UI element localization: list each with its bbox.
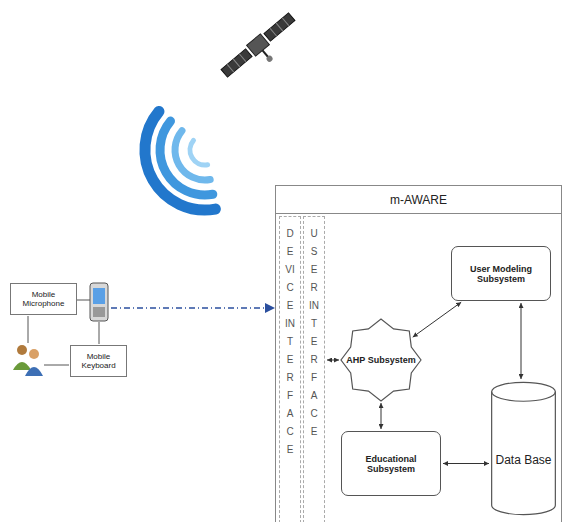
database-cylinder: Data Base [491, 381, 556, 516]
users-icon [13, 345, 43, 376]
node-label: Mobile Keyboard [74, 352, 123, 370]
interface-band: DEVICE INTERFACE [279, 216, 301, 522]
interface-band: USER INTERFACE [303, 216, 325, 522]
system-title: m-AWARE [276, 186, 561, 214]
node-label: AHP Subsystem [346, 355, 415, 365]
subsystem-box: User Modeling Subsystem [451, 246, 551, 301]
connector-arrow [521, 303, 522, 379]
subsystem-star: AHP Subsystem [341, 319, 421, 401]
signal-waves [145, 111, 215, 210]
system-frame: m-AWARE DEVICE INTERFACE USER INTERFACE Use… [275, 185, 562, 522]
device-box: Mobile Microphone [10, 283, 77, 315]
connector-arrow [327, 360, 339, 361]
connector-arrow [381, 403, 382, 429]
connector-arrow [443, 463, 489, 464]
wireless-link [111, 307, 275, 309]
connector-arrow [413, 302, 462, 337]
node-label: Mobile Microphone [14, 290, 73, 308]
device-box: Mobile Keyboard [70, 345, 127, 377]
subsystem-box: Educational Subsystem [341, 431, 441, 496]
mobile-phone [90, 283, 108, 321]
node-label: Educational Subsystem [346, 454, 436, 474]
node-label: User Modeling Subsystem [456, 264, 546, 284]
satellite [220, 11, 305, 89]
cylinder-outline [491, 381, 556, 516]
node-label: DEVICE INTERFACE [285, 225, 295, 459]
node-label: Data Base [495, 453, 551, 467]
node-label: USER INTERFACE [309, 225, 319, 441]
